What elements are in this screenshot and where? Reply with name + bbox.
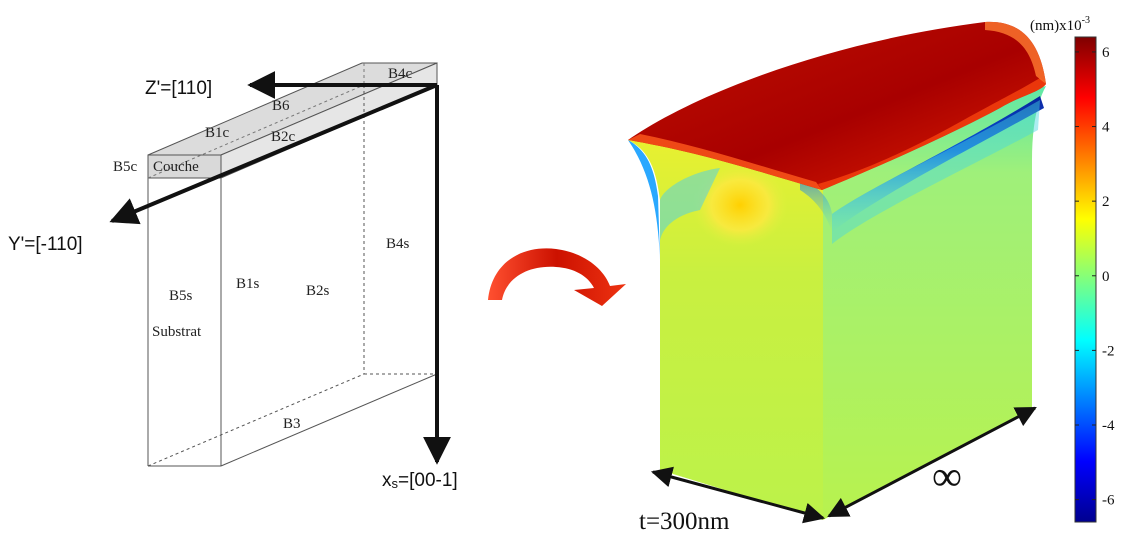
block-top-front-fringe <box>628 134 822 190</box>
colorbar-unit: (nm)x10-3 <box>1030 15 1090 34</box>
label-substrat: Substrat <box>152 324 202 340</box>
thickness-dimension-arrow <box>650 466 826 524</box>
colorbar-tick-label: 2 <box>1102 194 1110 210</box>
colorbar-unit-prefix: (nm)x10 <box>1030 18 1082 34</box>
x-axis-label-main: x <box>382 470 392 491</box>
thickness-label: t=300nm <box>639 508 730 534</box>
colorbar-gradient <box>1074 36 1097 523</box>
label-b1s: B1s <box>236 276 260 292</box>
hidden-edge-bottom-diagonal <box>147 373 365 467</box>
y-axis-arrow <box>109 83 438 225</box>
deformed-block <box>628 21 1046 520</box>
block-front-left-flank <box>628 140 660 260</box>
label-couche: Couche <box>153 159 199 175</box>
x-axis-label-rest: =[00-1] <box>398 470 458 491</box>
label-b5c: B5c <box>113 159 138 175</box>
label-b2s: B2s <box>306 283 330 299</box>
face-labels: B4c B6 B1c B2c B5c Couche B4s B1s B2s B5… <box>113 66 413 432</box>
label-b1c: B1c <box>205 125 230 141</box>
label-b4s: B4s <box>386 236 410 252</box>
colorbar-tick-label: -2 <box>1102 343 1115 359</box>
colorbar-tick-label: -4 <box>1102 418 1115 434</box>
block-side-cyan-fringe <box>832 100 1040 244</box>
dimensions <box>650 406 1037 524</box>
axes <box>109 71 451 465</box>
label-b5s: B5s <box>169 288 193 304</box>
x-axis-label: xs=[00-1] <box>382 470 458 491</box>
colorbar-tick-label: 0 <box>1102 269 1110 285</box>
block-top-back-highlight <box>985 21 1046 84</box>
transform-arrow <box>488 248 626 306</box>
label-b4c: B4c <box>388 66 413 82</box>
y-axis-label: Y'=[-110] <box>8 234 83 255</box>
colorbar-tick-label: 6 <box>1102 45 1110 61</box>
colorbar-tick-group: 6 4 2 0 -2 -4 -6 <box>1075 45 1115 509</box>
colorbar-tick-label: -6 <box>1102 493 1115 509</box>
infinity-label: ∞ <box>932 454 962 500</box>
block-top-right-fringe <box>818 78 1046 190</box>
substrate-bottom-side-edge <box>220 373 438 467</box>
block-top-face <box>628 21 1046 190</box>
block-left-cyan-fringe <box>660 168 720 240</box>
z-axis-label: Z'=[110] <box>145 78 212 99</box>
depth-dimension-arrow <box>827 406 1037 518</box>
block-blue-edge <box>800 96 1044 232</box>
schematic-box <box>147 62 438 467</box>
label-b6: B6 <box>272 98 290 114</box>
front-yellow-spot <box>692 163 788 247</box>
transform-arrow-body <box>488 248 626 306</box>
x-axis-label-sub: s <box>392 476 399 491</box>
label-b3: B3 <box>283 416 301 432</box>
colorbar-tick-label: 4 <box>1102 120 1110 136</box>
colorbar-unit-exponent: -3 <box>1082 15 1090 26</box>
block-front-face <box>628 140 823 520</box>
label-b2c: B2c <box>271 129 296 145</box>
colorbar: (nm)x10-3 6 4 2 0 -2 -4 -6 <box>1030 15 1115 523</box>
